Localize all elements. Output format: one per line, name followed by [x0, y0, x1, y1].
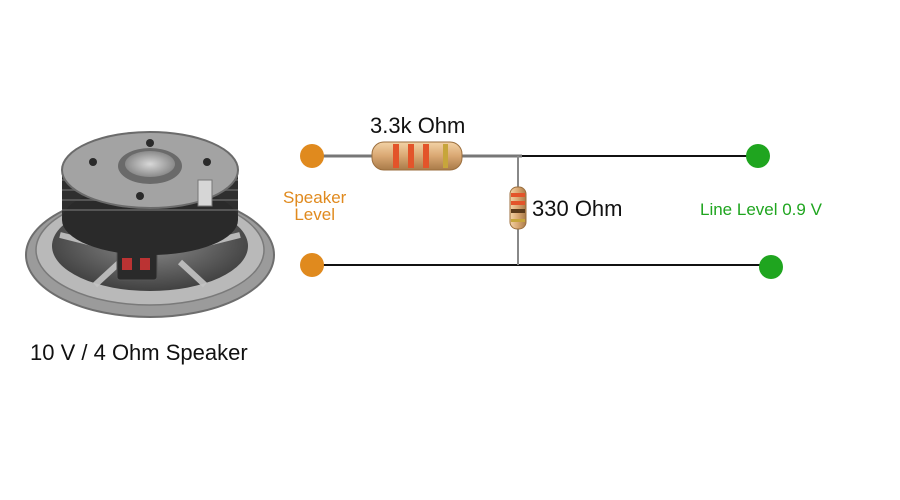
resistor-series-label: 3.3k Ohm	[370, 113, 466, 138]
resistor-shunt-label: 330 Ohm	[532, 196, 623, 221]
input-label-line1: Speaker	[283, 188, 347, 207]
speaker-caption: 10 V / 4 Ohm Speaker	[30, 340, 248, 365]
input-terminal-bottom	[300, 253, 324, 277]
output-terminal-top	[746, 144, 770, 168]
input-label: Speaker Level	[283, 189, 346, 223]
output-label: Line Level 0.9 V	[700, 200, 822, 219]
speaker-image	[25, 131, 275, 318]
input-label-line2: Level	[294, 205, 335, 224]
resistor-shunt	[509, 186, 527, 230]
resistor-series	[371, 141, 463, 171]
output-terminal-bottom	[759, 255, 783, 279]
input-terminal-top	[300, 144, 324, 168]
